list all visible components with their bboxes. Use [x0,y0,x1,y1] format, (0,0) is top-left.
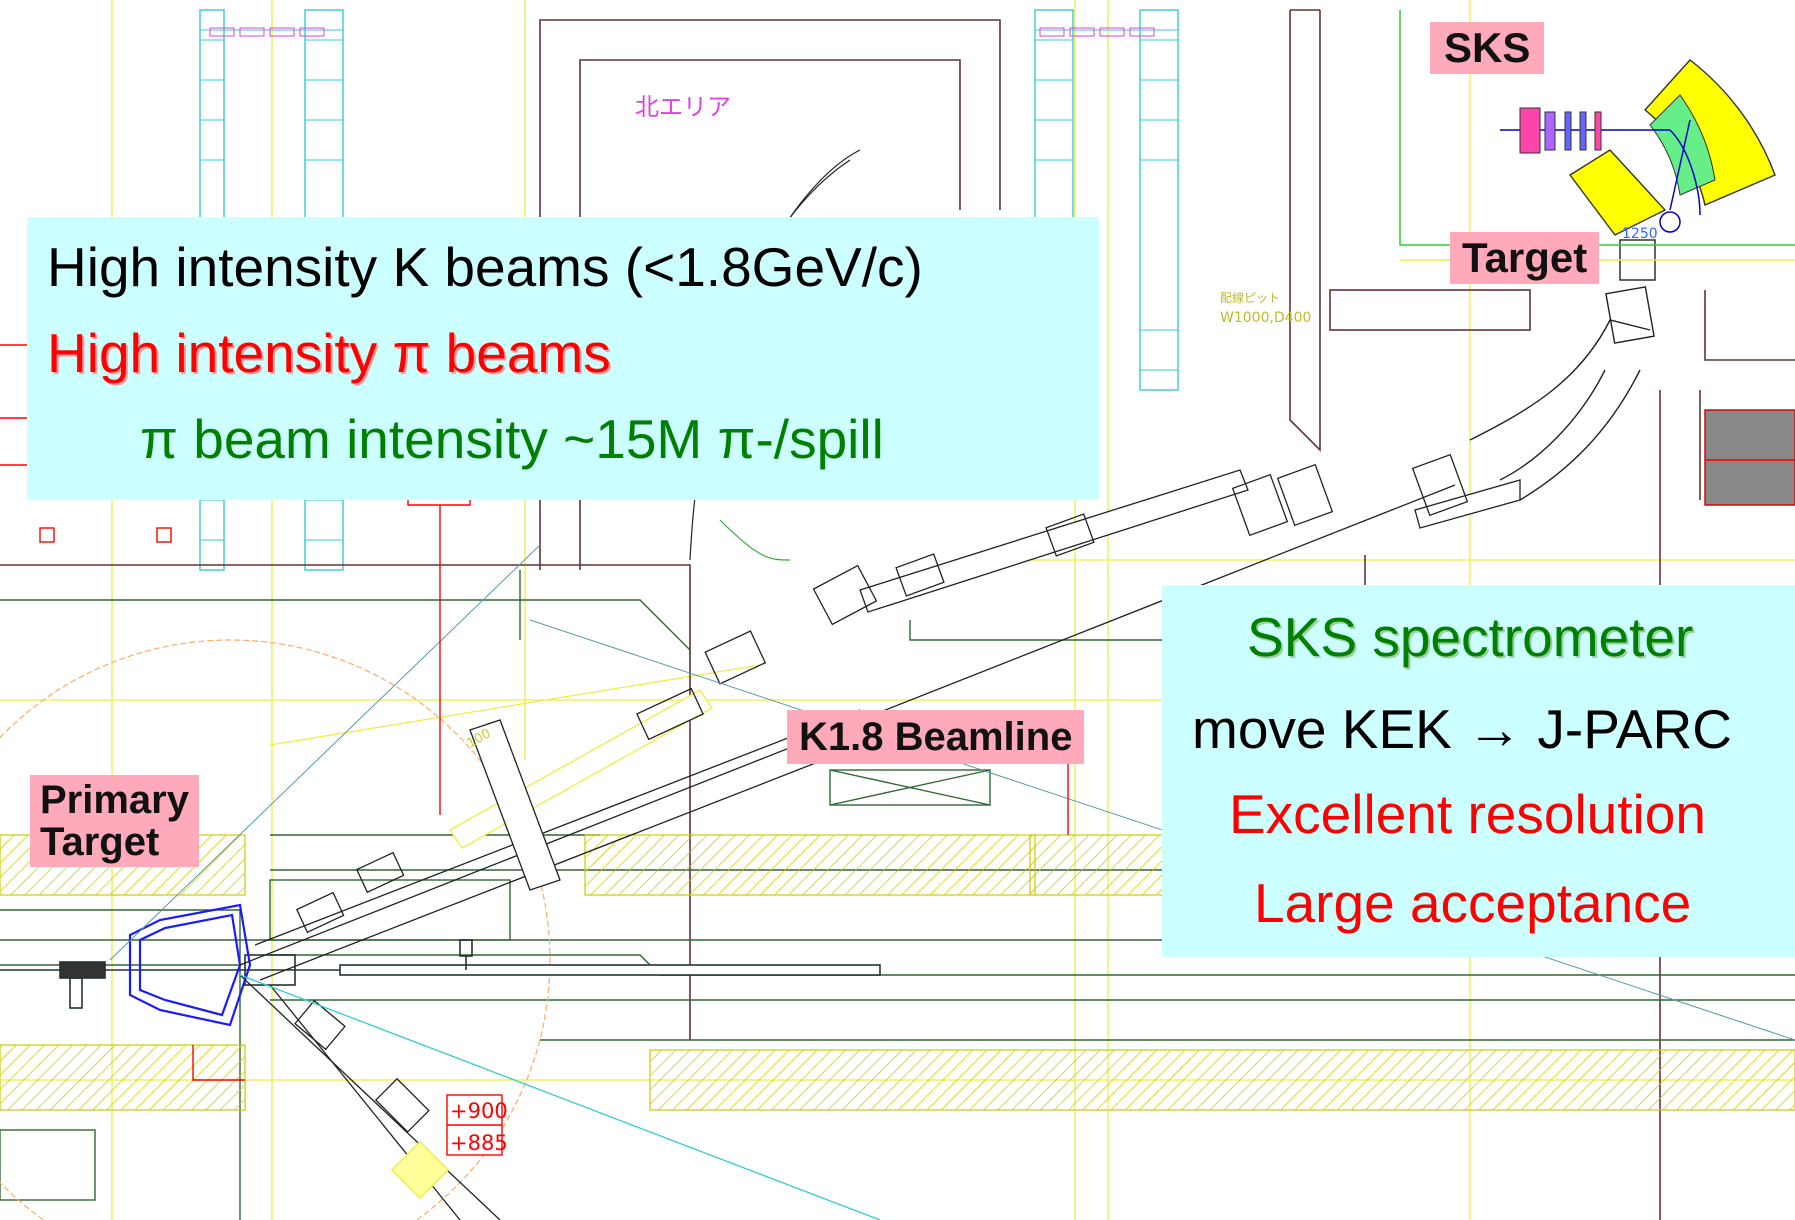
dim-1250: 1250 [1622,226,1658,242]
primary-target-line1: Primary [40,778,189,822]
sks-spectrometer-title: SKS spectrometer [1247,606,1694,668]
dimension-box-900 [446,1094,503,1156]
pit-label-line2: W1000,D400 [1220,310,1311,326]
right-info-box: SKS spectrometer move KEK → J-PARC Excel… [1162,585,1795,957]
dim-900: +900 [450,1099,508,1123]
target-tag: Target [1450,232,1600,285]
large-acceptance-line: Large acceptance [1254,872,1692,934]
sks-tag: SKS [1430,22,1545,75]
primary-target-tag: Primary Target [30,775,199,867]
sks-magnet [1500,59,1776,236]
excellent-resolution-line: Excellent resolution [1229,783,1706,845]
dim-885: +885 [450,1131,508,1155]
pi-intensity-line: π beam intensity ~15M π-/spill [140,408,884,470]
k18-beamline-tag: K1.8 Beamline [787,710,1085,764]
move-kek-line: move KEK → J-PARC [1192,698,1732,760]
pi-beams-line: High intensity π beams [47,322,611,384]
left-info-box: High intensity K beams (<1.8GeV/c) High … [27,217,1099,500]
pit-label-line1: 配線ピット [1220,290,1280,305]
lower-branch [239,974,881,1220]
primary-target-line2: Target [40,820,160,864]
k-beams-line: High intensity K beams (<1.8GeV/c) [47,236,923,298]
magenta-markers [209,27,1155,37]
primary-beamline [0,939,881,1009]
radiation-boundary [0,639,551,1220]
north-area-label: 北エリア [635,93,731,121]
